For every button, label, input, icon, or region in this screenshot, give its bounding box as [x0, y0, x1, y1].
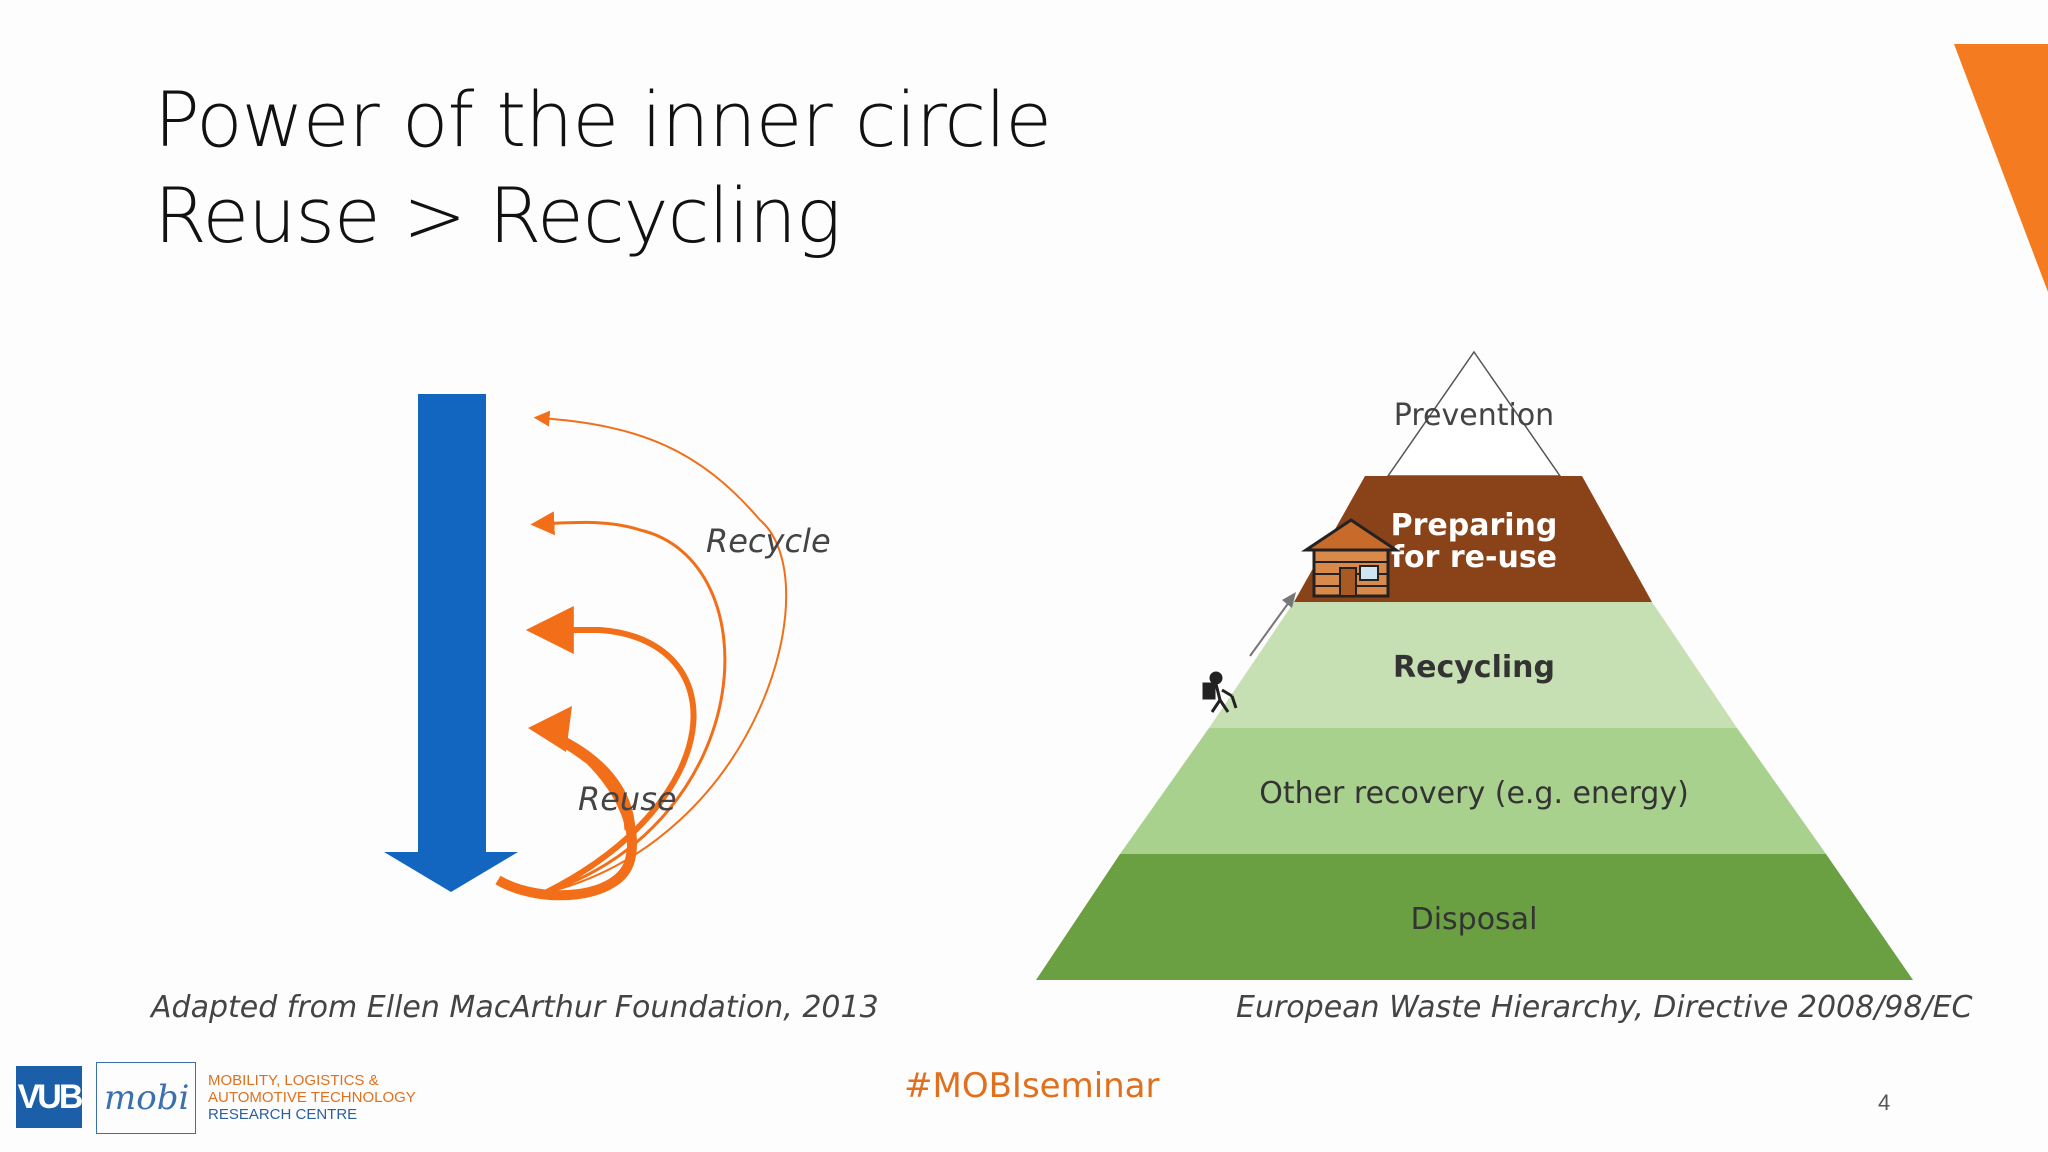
- pyramid-level-other-recovery: [1120, 728, 1826, 854]
- mobi-logo-frame: [96, 1062, 196, 1134]
- log-cabin-icon: [1301, 518, 1401, 598]
- vub-logo: VUB: [16, 1066, 83, 1128]
- slide-title: Power of the inner circle Reuse > Recycl…: [154, 72, 1052, 264]
- recycle-loop-inner: [525, 606, 697, 896]
- pyramid-level-disposal: [1036, 854, 1913, 980]
- seminar-hashtag: #MOBIseminar: [904, 1066, 1160, 1106]
- pyramid-label-other-recovery: Other recovery (e.g. energy): [1259, 776, 1689, 811]
- reuse-loop-lower: [557, 735, 636, 831]
- mobi-research-centre-text: MOBILITY, LOGISTICS & AUTOMOTIVE TECHNOL…: [208, 1072, 416, 1123]
- pyramid-label-preparing-line2: for re-use: [1391, 540, 1557, 575]
- right-caption: European Waste Hierarchy, Directive 2008…: [1236, 990, 1973, 1025]
- reuse-label: Reuse: [578, 780, 677, 818]
- mobi-line-3: RESEARCH CENTRE: [208, 1106, 358, 1123]
- mobi-logo: mobi: [104, 1078, 190, 1118]
- pyramid-label-disposal: Disposal: [1411, 902, 1538, 937]
- title-line-1: Power of the inner circle: [154, 75, 1052, 164]
- pyramid-level-recycling: [1209, 602, 1737, 728]
- climb-arrow: [1249, 597, 1293, 657]
- recycle-loop-middle: [530, 511, 727, 895]
- pyramid-label-prevention: Prevention: [1394, 398, 1554, 433]
- mobi-line-2: AUTOMOTIVE TECHNOLOGY: [208, 1089, 416, 1106]
- title-line-2: Reuse > Recycling: [154, 171, 841, 260]
- reuse-arrowhead: [528, 706, 572, 752]
- page-number: 4: [1878, 1090, 1891, 1115]
- pyramid-label-recycling: Recycling: [1393, 650, 1555, 685]
- pyramid-label-preparing: Preparing: [1391, 508, 1558, 543]
- hiker-icon: [1202, 671, 1238, 713]
- left-caption: Adapted from Ellen MacArthur Foundation,…: [151, 990, 879, 1025]
- recycle-label: Recycle: [706, 522, 831, 560]
- linear-economy-arrow: [384, 394, 518, 892]
- mobi-line-1: MOBILITY, LOGISTICS &: [208, 1072, 379, 1089]
- recycle-loop-outer: [533, 410, 788, 894]
